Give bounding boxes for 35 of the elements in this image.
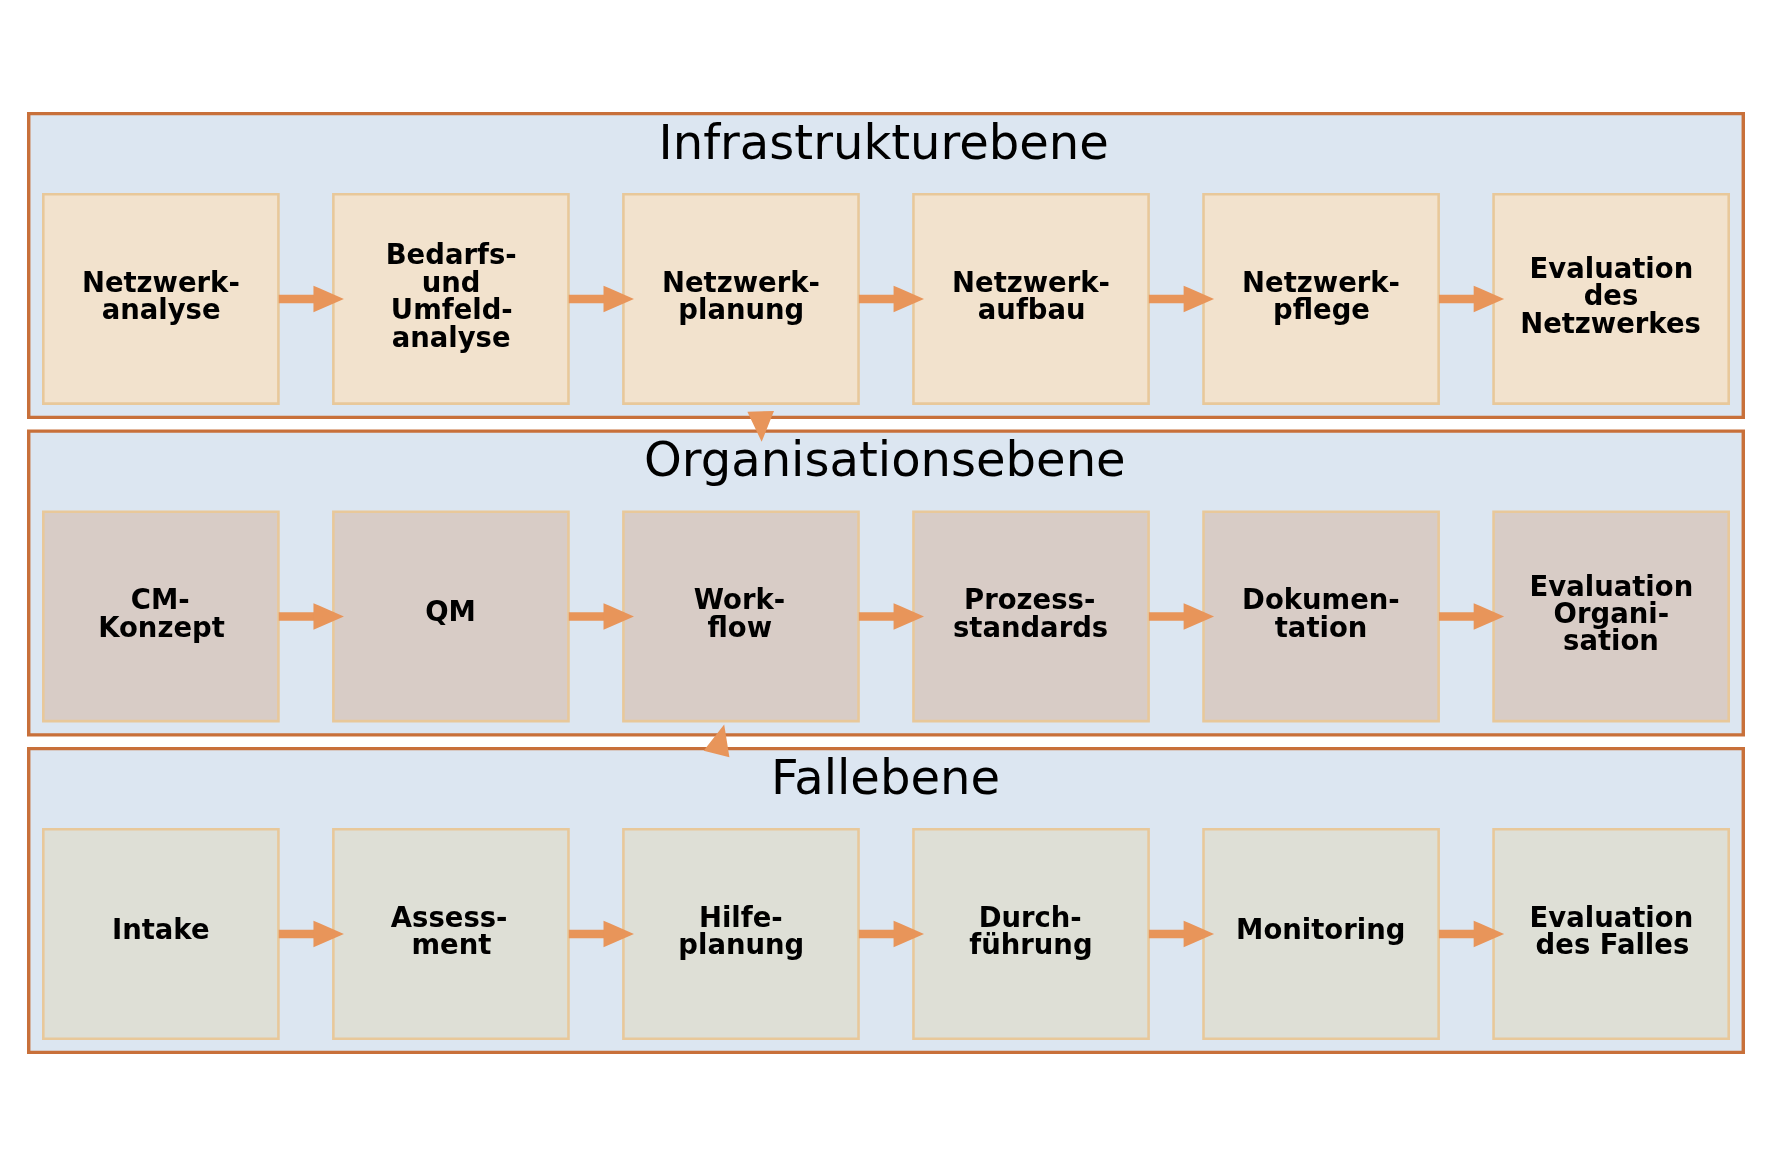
node-box: Netzwerk- planung xyxy=(622,192,860,405)
node-box: Netzwerk- pflege xyxy=(1202,192,1440,405)
arrow xyxy=(568,285,634,312)
node-box: QM xyxy=(332,510,570,722)
node-box: Assess- ment xyxy=(332,827,570,1040)
arrow xyxy=(858,920,924,947)
arrow xyxy=(1438,920,1505,947)
arrow xyxy=(1148,602,1215,630)
arrow xyxy=(1438,602,1505,630)
arrow xyxy=(1438,285,1505,312)
arrow xyxy=(568,920,634,947)
node-box: Durch- führung xyxy=(912,827,1150,1040)
arrow xyxy=(858,285,924,312)
node-box: Evaluation Organi- sation xyxy=(1492,510,1730,722)
node-box: Evaluation des Falles xyxy=(1492,827,1730,1040)
node-box: Bedarfs- und Umfeld- analyse xyxy=(332,192,570,405)
node-box: CM- Konzept xyxy=(42,510,280,722)
arrow xyxy=(1148,920,1215,947)
arrow xyxy=(858,602,924,630)
arrow xyxy=(278,285,344,312)
node-box: Netzwerk- analyse xyxy=(42,192,280,405)
arrow xyxy=(568,602,634,630)
arrow xyxy=(278,920,344,947)
node-box: Monitoring xyxy=(1202,827,1440,1040)
node-box: Netzwerk- aufbau xyxy=(912,192,1150,405)
node-box: Intake xyxy=(42,827,280,1040)
node-box: Dokumen- tation xyxy=(1202,510,1440,722)
arrow xyxy=(747,410,774,442)
arrow xyxy=(1148,285,1215,312)
node-box: Evaluation des Netzwerkes xyxy=(1492,192,1730,405)
node-box: Work- flow xyxy=(622,510,860,722)
node-box: Hilfe- planung xyxy=(622,827,860,1040)
arrow xyxy=(703,724,730,757)
arrow xyxy=(278,602,344,630)
node-box: Prozess- standards xyxy=(912,510,1150,722)
